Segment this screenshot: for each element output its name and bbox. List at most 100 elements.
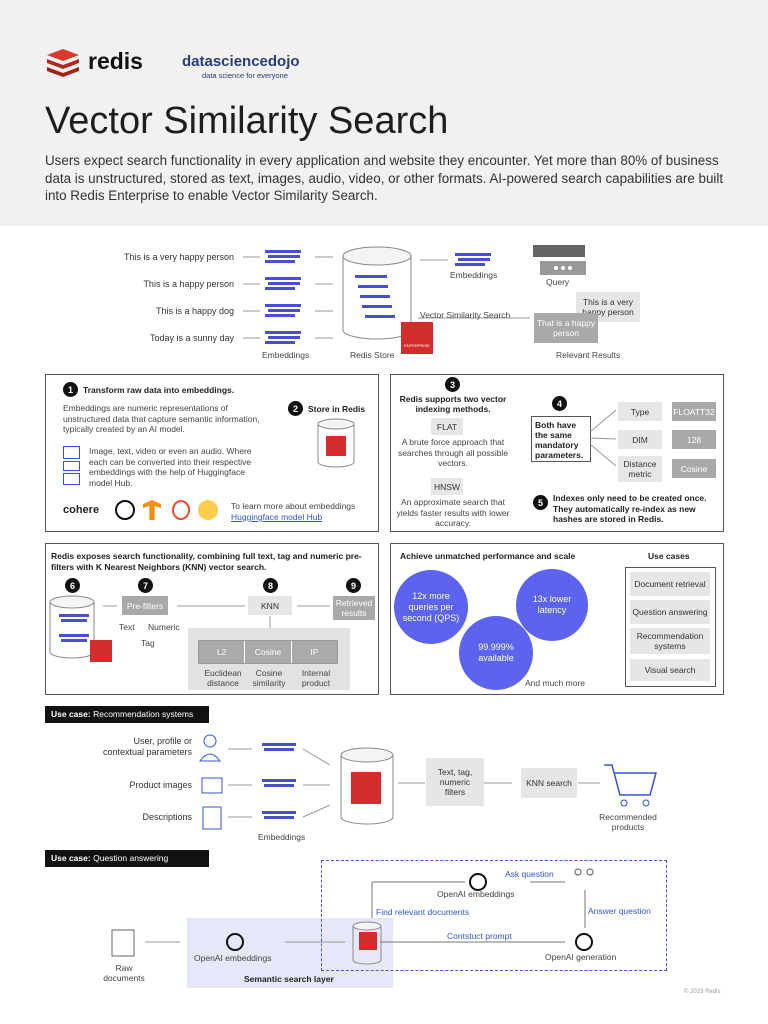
params-title: Both have the same mandatory parameters. — [531, 416, 591, 462]
knn-search-box: KNN search — [521, 768, 577, 798]
find-docs-label: Find relevant documents — [376, 907, 470, 917]
page-title: Vector Similarity Search — [45, 100, 449, 142]
value-type: FLOATT32 — [672, 402, 716, 421]
step-3-title: Redis supports two vector indexing metho… — [399, 394, 507, 414]
retrieved-chip: Retrieved results — [333, 596, 375, 620]
huggingface-icon — [198, 500, 218, 520]
redis-wordmark: redis — [88, 48, 143, 74]
flat-chip: FLAT — [431, 418, 463, 435]
d1-query-label: Query — [546, 277, 570, 287]
qa-dashed-region — [321, 860, 667, 971]
rec-bar-title: Recommendation systems — [93, 709, 194, 719]
latency-circle: 13x lower latency — [516, 569, 588, 641]
qa-bar-prefix: Use case: — [51, 853, 91, 863]
step-1-badge: 1 — [63, 382, 78, 397]
value-metric: Cosine — [672, 459, 716, 478]
raw-docs-label: Raw documents — [103, 963, 145, 983]
rec-embeddings-label: Embeddings — [258, 832, 306, 842]
param-dim: DIM — [618, 430, 662, 449]
copyright: © 2023 Redis — [684, 989, 721, 995]
d1-vss-label: Vector Similarity Search — [420, 310, 511, 320]
image-icon — [63, 446, 80, 459]
enterprise-badge: ENTERPRISE — [404, 343, 430, 348]
answer-question-label: Answer question — [588, 906, 651, 916]
l2-metric: L2 — [199, 641, 246, 663]
embeddings-desc: Embeddings are numeric representations o… — [63, 403, 260, 434]
ask-question-label: Ask question — [505, 869, 554, 879]
uc-question: Question answering — [630, 600, 710, 624]
sentence-3: This is a happy dog — [155, 306, 234, 316]
step-4-badge: 4 — [552, 396, 567, 411]
step-6-badge: 6 — [65, 578, 80, 593]
qa-openai-embeddings: OpenAI embeddings — [194, 953, 272, 963]
prefilters-chip: Pre-filters — [122, 596, 168, 615]
qa-use-case-bar: Use case: Question answering — [45, 850, 209, 867]
qa-openai-embeddings-2: OpenAI embeddings — [437, 889, 515, 899]
huggingface-link[interactable]: Huggingface model Hub — [231, 512, 323, 522]
redis-logo-icon — [47, 49, 79, 77]
search-title: Redis exposes search functionality, comb… — [51, 551, 362, 572]
semantic-layer-label: Semantic search layer — [244, 974, 334, 984]
d1-embeddings-right: Embeddings — [450, 270, 498, 280]
numeric-filter: Numeric — [148, 622, 180, 632]
cohere-logo: cohere — [63, 504, 100, 516]
step-3-badge: 3 — [445, 377, 460, 392]
uc-visual: Visual search — [630, 659, 710, 681]
hnsw-desc: An approximate search that yields faster… — [396, 497, 510, 528]
qa-bar-title: Question answering — [93, 853, 169, 863]
header-band — [0, 0, 768, 226]
availability-circle: 99.999% available — [459, 616, 533, 690]
ip-metric: IP — [310, 647, 319, 657]
rec-use-case-bar: Use case: Recommendation systems — [45, 706, 209, 723]
construct-prompt-label: Contstuct prompt — [447, 931, 512, 941]
step-2-title: Store in Redis — [308, 404, 366, 414]
param-metric: Distance metric — [618, 456, 662, 482]
param-type: Type — [618, 402, 662, 421]
box1-db-icon — [317, 418, 355, 468]
sentence-1: This is a very happy person — [123, 252, 234, 262]
pytorch-icon — [172, 500, 190, 520]
step-9-badge: 9 — [346, 578, 361, 593]
rec-input-2: Product images — [129, 780, 192, 790]
qa-graphics — [111, 868, 594, 965]
metric-row: L2 Cosine IP — [198, 640, 338, 664]
rec-products-label: Recommended products — [599, 812, 657, 832]
euclid-label: Euclidean distance — [204, 668, 242, 688]
use-cases-list — [625, 567, 716, 687]
sentence-4: Today is a sunny day — [149, 333, 234, 343]
dsd-logo: datasciencedojo — [182, 53, 300, 70]
internal-label: Internal product — [301, 668, 331, 688]
much-more: And much more — [525, 678, 585, 688]
tag-filter: Tag — [141, 638, 155, 648]
step-7-badge: 7 — [138, 578, 153, 593]
d1-relevant-label: Relevant Results — [556, 350, 621, 360]
uc-recommendation: Recommendation systems — [630, 628, 710, 654]
rec-input-1: User, profile or contextual parameters — [102, 736, 192, 757]
step-8-badge: 8 — [263, 578, 278, 593]
openai-generation-label: OpenAI generation — [545, 952, 617, 962]
qps-circle: 12x more queries per second (QPS) — [394, 570, 468, 644]
cos-sim-label: Cosine similarity — [252, 668, 286, 688]
text-filter: Text — [119, 622, 135, 632]
dsd-tagline: data science for everyone — [202, 71, 288, 80]
text-icon — [63, 461, 80, 471]
openai-icon — [115, 500, 135, 520]
use-cases-title: Use cases — [648, 551, 690, 561]
step-2-badge: 2 — [288, 401, 303, 416]
d1-store-label: Redis Store — [350, 350, 395, 360]
uc-document: Document retrieval — [630, 572, 710, 596]
rec-bar-prefix: Use case: — [51, 709, 91, 719]
d1-embeddings-label: Embeddings — [262, 350, 310, 360]
media-desc: Image, text, video or even an audio. Whe… — [89, 446, 252, 488]
flat-desc: A brute force approach that searches thr… — [397, 437, 509, 468]
redis-logo — [45, 45, 81, 77]
diagram1-graphics — [243, 245, 586, 354]
knn-chip: KNN — [248, 596, 292, 615]
sentence-2: This is a happy person — [143, 279, 234, 289]
hnsw-chip: HNSW — [431, 478, 463, 495]
cosine-metric: Cosine — [245, 641, 292, 663]
result-2: That is a happy person — [534, 313, 598, 343]
step-1-title: Transform raw data into embeddings. — [83, 385, 235, 395]
video-icon — [63, 473, 80, 485]
filters-box: Text, tag, numeric filters — [426, 758, 484, 806]
